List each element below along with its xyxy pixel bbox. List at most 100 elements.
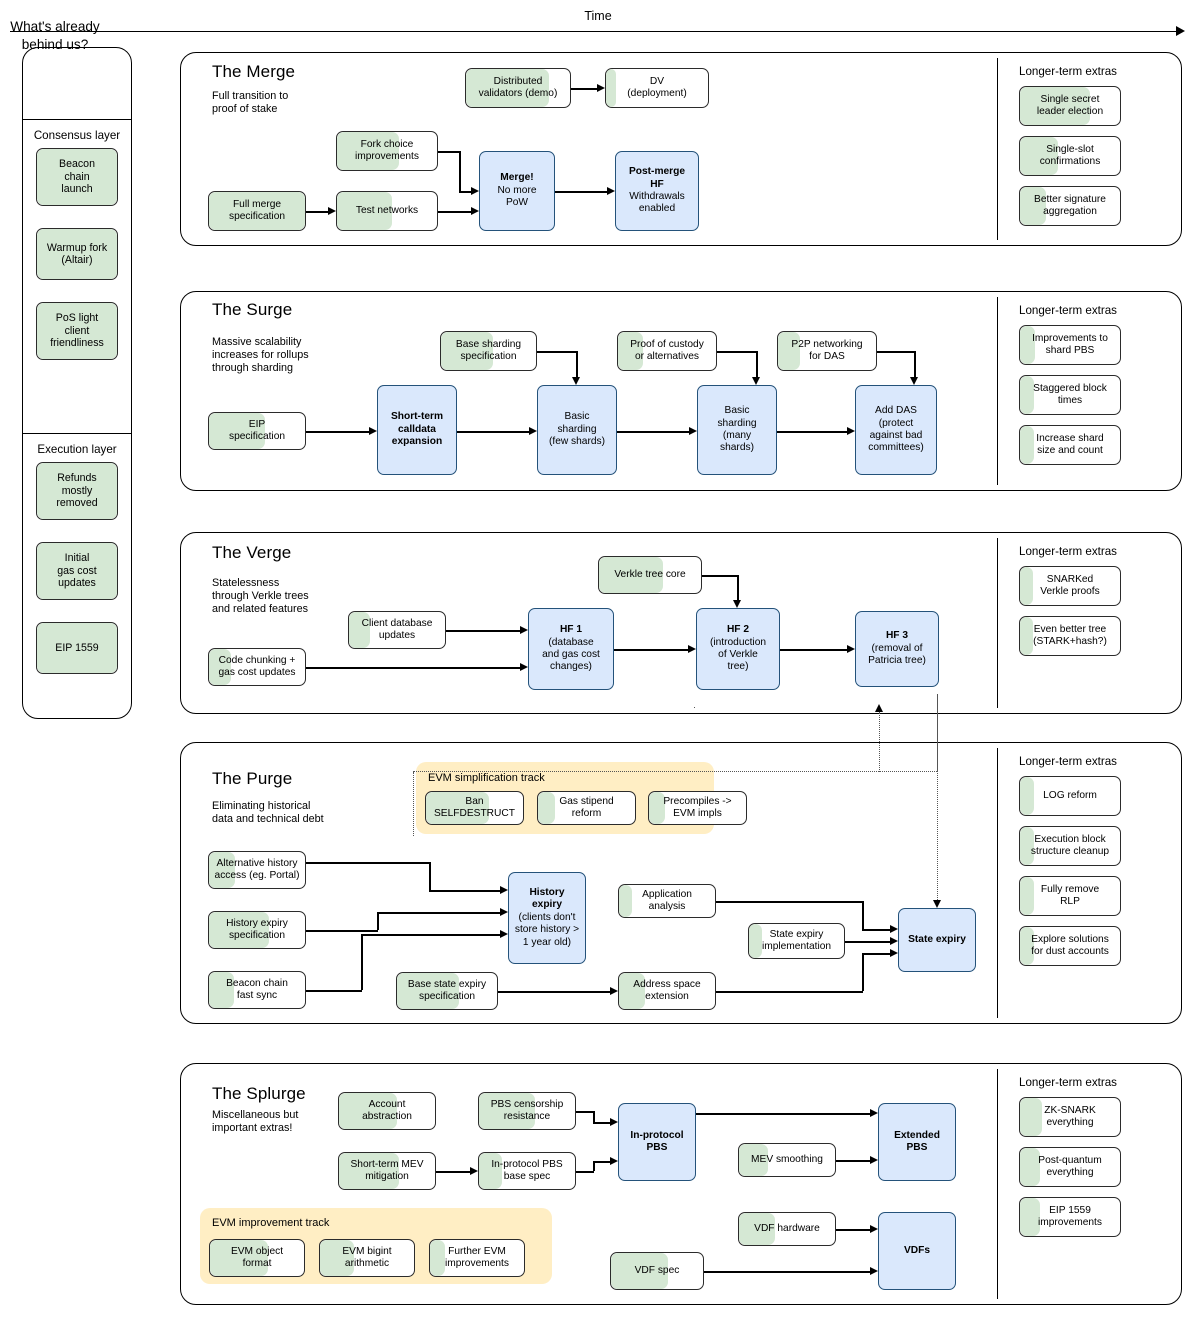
- connector-line: [429, 890, 500, 892]
- node-label: VDF spec: [634, 1264, 680, 1276]
- progress-fill: [739, 1213, 776, 1245]
- vdf-spec[interactable]: VDF spec: [610, 1252, 704, 1290]
- extras-heading-verge: Longer-term extras: [1019, 545, 1117, 558]
- vdfs[interactable]: VDFs: [878, 1212, 956, 1290]
- connector-line: [457, 431, 529, 433]
- progress-fill: [209, 192, 305, 230]
- mev-smoothing[interactable]: MEV smoothing: [738, 1143, 836, 1177]
- progress-fill: [739, 1144, 768, 1176]
- time-axis-label: Time: [584, 9, 612, 23]
- extra-purge-0[interactable]: LOG reform: [1019, 776, 1121, 816]
- node-label: VDF hardware: [754, 1222, 820, 1234]
- test-networks[interactable]: Test networks: [336, 191, 438, 231]
- arrow-head-down-icon: [572, 377, 581, 385]
- arrow-head-down-icon: [733, 600, 742, 608]
- sidebar-item-2[interactable]: EIP 1559: [36, 622, 118, 674]
- progress-fill: [1020, 777, 1034, 815]
- sidebar-divider: [22, 433, 132, 435]
- arrow-head-right-icon: [529, 427, 537, 436]
- dv-deployment[interactable]: DV(deployment): [605, 68, 709, 108]
- progress-fill: [209, 852, 235, 888]
- verkle-tree-core[interactable]: Verkle tree core: [598, 556, 702, 594]
- arrow-head-right-icon: [890, 937, 898, 946]
- sidebar-item-1[interactable]: Warmup fork(Altair): [36, 228, 118, 280]
- state-expiry[interactable]: State expiry: [898, 908, 976, 972]
- progress-fill: [1020, 326, 1035, 364]
- extra-verge-1[interactable]: Even better tree(STARK+hash?): [1019, 616, 1121, 656]
- code-chunking-gas-cost-updates[interactable]: Code chunking +gas cost updates: [208, 648, 306, 686]
- progress-fill: [426, 792, 490, 824]
- precompiles-to-evm-impls[interactable]: Precompiles ->EVM impls: [648, 791, 747, 825]
- connector-line: [914, 351, 916, 377]
- vdf-hardware[interactable]: VDF hardware: [738, 1212, 836, 1246]
- progress-fill: [538, 792, 556, 824]
- progress-fill: [349, 612, 371, 648]
- connector-line: [862, 953, 890, 955]
- progress-fill: [209, 912, 269, 948]
- arrow-head-right-icon: [500, 930, 508, 939]
